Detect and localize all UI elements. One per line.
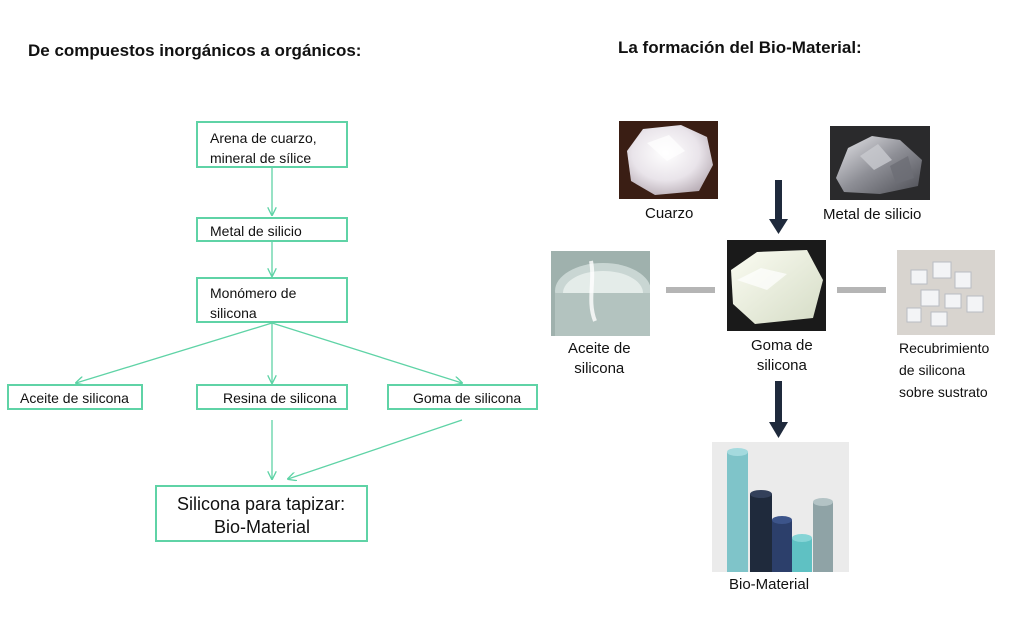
cuarzo-image [619, 121, 718, 199]
recubrimiento-image [897, 250, 995, 335]
left-title: De compuestos inorgánicos a orgánicos: [28, 41, 362, 60]
cuarzo-label: Cuarzo [645, 205, 694, 222]
biomaterial-label: Bio-Material [729, 576, 810, 593]
arrow-down-to-goma [769, 180, 788, 234]
flow-node-silicona-para-tapizar: Silicona para tapizar: Bio-Material [155, 485, 368, 542]
metal-de-silicio-image [830, 126, 930, 200]
aceite-label-line2: silicona [574, 360, 625, 377]
flow-node-tapizar-line2: Bio-Material [214, 517, 311, 537]
flow-node-monomero-line2: silicona [210, 305, 257, 321]
goma-label-line2: silicona [756, 357, 807, 374]
flow-node-arena-de-cuarzo: Arena de cuarzo, mineral de sílice [196, 121, 348, 168]
arrow-n6-n7 [288, 419, 463, 479]
flow-node-arena-line1: Arena de cuarzo, [210, 130, 317, 146]
right-title: La formación del Bio-Material: [618, 38, 862, 57]
flow-node-goma-de-silicona: Goma de silicona [387, 384, 538, 410]
arrow-n3-n4 [76, 322, 273, 383]
flow-node-resina-label: Resina de silicona [223, 390, 337, 406]
goma-label-line1: Goma de [751, 337, 813, 354]
flow-node-tapizar-line1: Silicona para tapizar: [177, 494, 346, 514]
flow-node-arena-line2: mineral de sílice [210, 150, 312, 166]
biomaterial-image [712, 442, 849, 572]
aceite-de-silicona-image [551, 251, 650, 336]
recubrimiento-label-line3: sobre sustrato [899, 384, 988, 400]
flow-node-monomero-line1: Monómero de [210, 285, 297, 301]
flow-node-aceite-label: Aceite de silicona [20, 390, 129, 406]
arrow-down-to-biomaterial [769, 381, 788, 438]
flow-node-aceite-de-silicona: Aceite de silicona [7, 384, 143, 410]
aceite-de-silicona-label: Aceite de silicona [568, 339, 631, 379]
flow-node-metal-label: Metal de silicio [210, 223, 302, 239]
recubrimiento-label-line2: de silicona [899, 362, 966, 378]
goma-de-silicona-image [727, 240, 826, 331]
flow-node-metal-de-silicio: Metal de silicio [196, 217, 348, 242]
flow-node-monomero: Monómero de silicona [196, 277, 348, 323]
connector-goma-recubrimiento [837, 287, 886, 293]
recubrimiento-label: Recubrimiento de silicona sobre sustrato [899, 337, 989, 403]
recubrimiento-label-line1: Recubrimiento [899, 340, 990, 356]
flow-node-goma-label: Goma de silicona [413, 390, 522, 406]
goma-de-silicona-label: Goma de silicona [751, 336, 813, 376]
arrow-n3-n6 [271, 322, 462, 383]
flow-node-resina-de-silicona: Resina de silicona [196, 384, 348, 410]
connector-aceite-goma [666, 287, 715, 293]
metal-de-silicio-label: Metal de silicio [823, 206, 922, 223]
aceite-label-line1: Aceite de [568, 340, 631, 357]
